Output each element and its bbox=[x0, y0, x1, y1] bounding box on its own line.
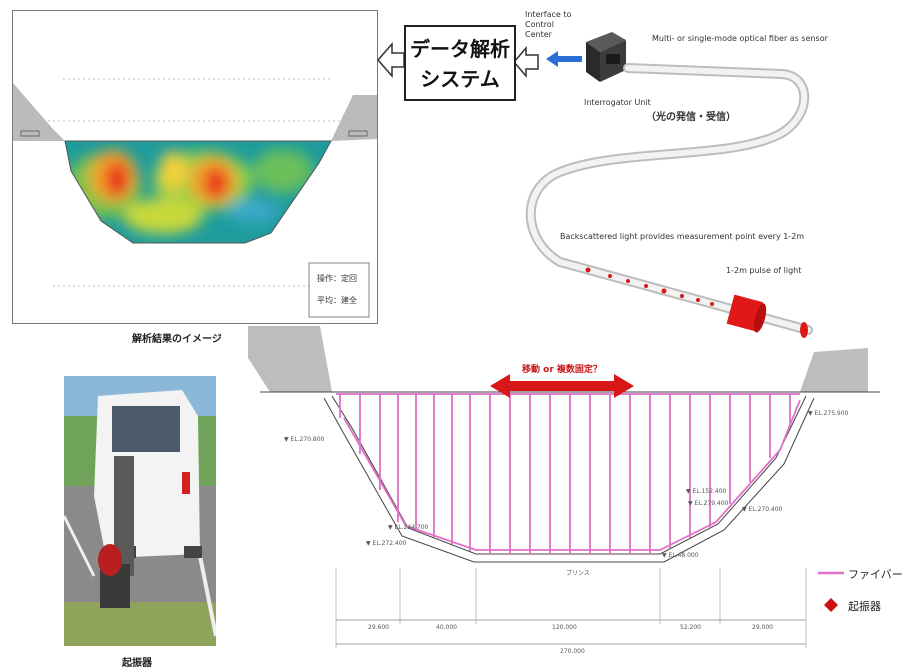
interrogator-unit-icon bbox=[586, 32, 626, 82]
hollow-arrow-left-icon-2 bbox=[513, 45, 539, 79]
elevation-label: ▼ EL.48.000 bbox=[662, 552, 699, 559]
elevation-label: ▼ EL.270.800 bbox=[284, 436, 325, 443]
dam-cross-section bbox=[248, 326, 880, 648]
dimension-label: 120.000 bbox=[552, 624, 577, 631]
dimension-label: 29.600 bbox=[368, 624, 389, 631]
system-box-line2: システム bbox=[420, 67, 500, 91]
photo-caption: 起振器 bbox=[122, 658, 152, 669]
vibrator-legend-diamond-icon bbox=[824, 598, 838, 612]
movement-label: 移動 or 複数固定？ bbox=[522, 365, 602, 375]
fiber-legend-line bbox=[818, 571, 844, 575]
data-analysis-system-box: データ解析 システム bbox=[404, 25, 516, 101]
info-row-2: 平均：建全 bbox=[317, 296, 357, 305]
vibrator-van-photo bbox=[64, 376, 216, 646]
fiber-lines bbox=[339, 394, 791, 554]
pulse-label: 1-2m pulse of light bbox=[726, 266, 802, 275]
elevation-label: ▼ EL.270.400 bbox=[742, 506, 783, 513]
elevation-label: ▼ EL.244.700 bbox=[388, 524, 429, 531]
dimension-label: 40.000 bbox=[436, 624, 457, 631]
movement-double-arrow bbox=[490, 374, 634, 398]
fiber-legend-label: ファイバー bbox=[848, 568, 903, 581]
sensor-label: Multi- or single-mode optical fiber as s… bbox=[652, 34, 828, 43]
pulse-cylinder bbox=[726, 294, 767, 333]
backscatter-label: Backscattered light provides measurement… bbox=[560, 232, 805, 241]
interface-label: Interface to Control Center bbox=[525, 10, 572, 39]
elevation-label: ▼ EL.272.400 bbox=[366, 540, 407, 547]
system-box-line1: データ解析 bbox=[410, 37, 510, 61]
elevation-label: ▼ EL.279.400 bbox=[688, 500, 729, 507]
analysis-caption: 解析結果のイメージ bbox=[132, 334, 222, 345]
elevation-label: ▼ EL.275.900 bbox=[808, 410, 849, 417]
interrogator-sublabel: （光の発信・受信） bbox=[646, 112, 736, 123]
total-dimension-label: 270.000 bbox=[560, 648, 585, 655]
vibrator-legend-label: 起振器 bbox=[848, 600, 881, 613]
interrogator-label: Interrogator Unit bbox=[584, 98, 651, 107]
analysis-heatmap-figure bbox=[13, 78, 377, 318]
elevation-label: ▼ EL.152.400 bbox=[686, 488, 727, 495]
dimension-label: 29.000 bbox=[752, 624, 773, 631]
info-row-1: 操作：定回 bbox=[317, 274, 357, 283]
analysis-result-panel: 操作：定回 平均：建全 bbox=[12, 10, 378, 324]
dimension-label: 52.200 bbox=[680, 624, 701, 631]
blue-arrow-icon bbox=[546, 51, 582, 67]
bottom-label: プリンス bbox=[566, 570, 590, 577]
